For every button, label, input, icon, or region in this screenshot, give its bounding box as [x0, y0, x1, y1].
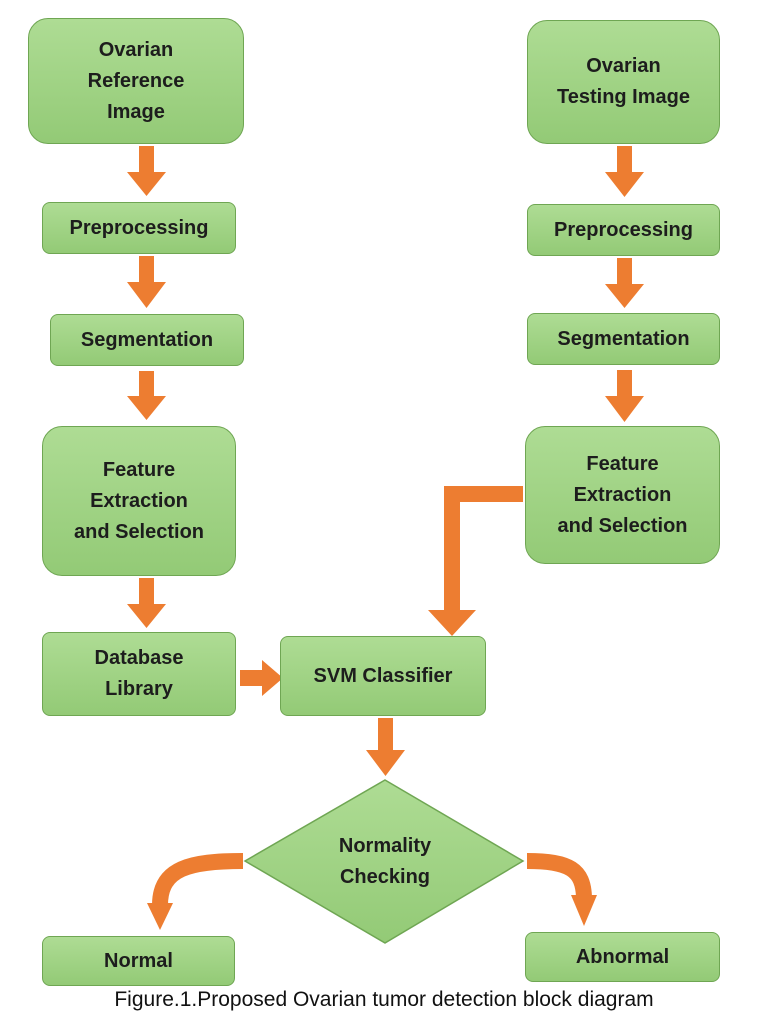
arrow-ref-image-to-preprocessing: [127, 146, 166, 196]
arrow-ref-preprocessing-to-segmentation: [127, 256, 166, 308]
figure-caption: Figure.1.Proposed Ovarian tumor detectio…: [114, 988, 654, 1011]
normal-box: Normal: [42, 936, 235, 986]
test-preprocessing-box: Preprocessing: [527, 204, 720, 256]
normality-checking-label: Normality Checking: [338, 835, 432, 888]
abnormal-box: Abnormal: [525, 932, 720, 982]
arrow-database-to-svm: [240, 660, 283, 696]
ref-segmentation-box: Segmentation: [50, 314, 244, 366]
database-library-box: Database Library: [42, 632, 236, 716]
test-feature-box: Feature Extraction and Selection: [525, 426, 720, 564]
arrow-test-preprocessing-to-segmentation: [605, 258, 644, 308]
arrow-test-image-to-preprocessing: [605, 146, 644, 197]
arrow-normality-to-normal-curve: [152, 853, 244, 906]
arrow-abnormal-head: [571, 895, 597, 926]
test-image-box: Ovarian Testing Image: [527, 20, 720, 144]
arrow-ref-segmentation-to-feature: [127, 371, 166, 420]
arrow-normal-head: [147, 903, 173, 930]
arrow-normality-to-abnormal-curve: [526, 853, 592, 898]
ref-preprocessing-box: Preprocessing: [42, 202, 236, 254]
arrow-svm-to-normality: [366, 718, 405, 776]
test-segmentation-box: Segmentation: [527, 313, 720, 365]
ref-image-box: Ovarian Reference Image: [28, 18, 244, 144]
arrow-ref-feature-to-database: [127, 578, 166, 628]
arrow-test-feature-to-svm: [428, 486, 523, 636]
svm-classifier-box: SVM Classifier: [280, 636, 486, 716]
arrow-test-segmentation-to-feature: [605, 370, 644, 422]
normality-diamond-shape: [243, 779, 525, 944]
ref-feature-box: Feature Extraction and Selection: [42, 426, 236, 576]
